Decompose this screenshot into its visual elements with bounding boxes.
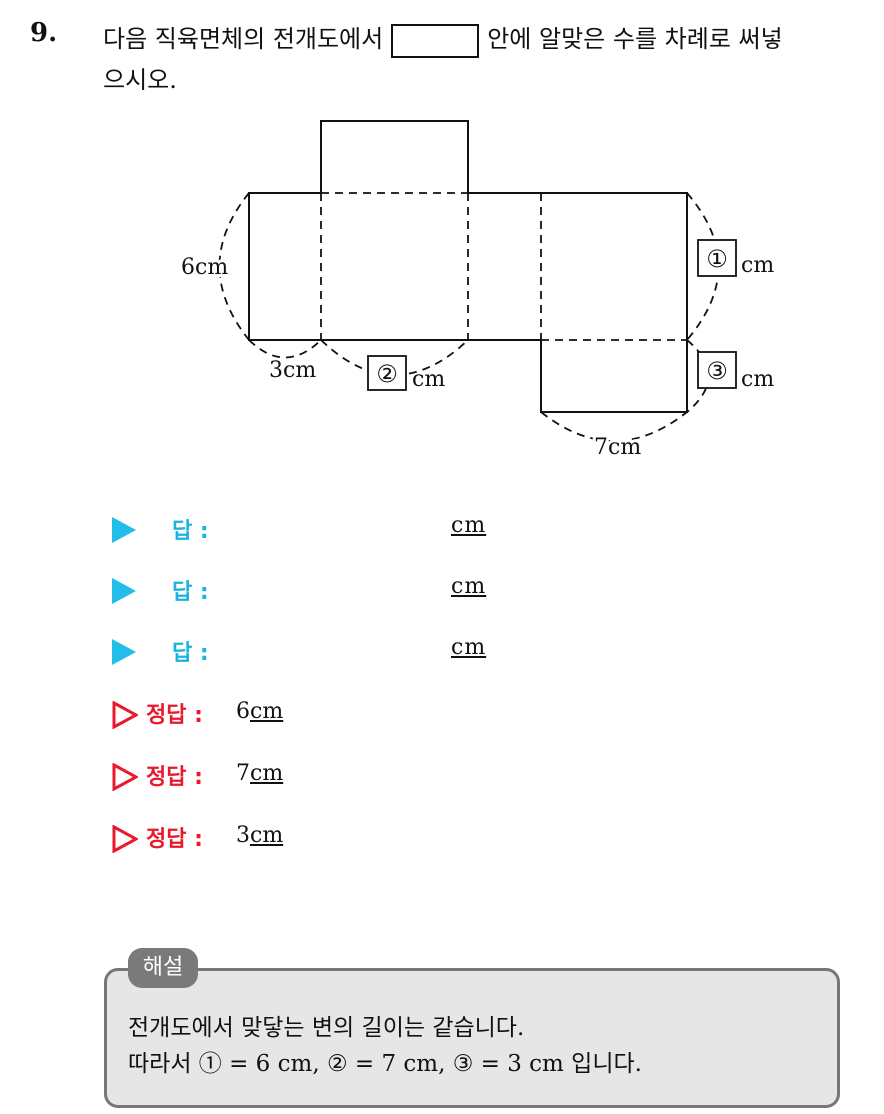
explanation-line1: 전개도에서 맞닿는 변의 길이는 같습니다.	[128, 1015, 525, 1041]
answer-label: 답 :	[172, 580, 209, 605]
measure-arc-6cm	[218, 192, 250, 341]
outline-arrow-icon	[112, 825, 138, 853]
question-text-before: 다음 직육면체의 전개도에서	[103, 25, 384, 53]
label-6cm: 6cm	[181, 255, 228, 280]
question-number: 9.	[30, 18, 58, 48]
question-text-line2: 으시오.	[103, 66, 177, 94]
correct-answer-unit: cm	[250, 699, 284, 724]
answer-blank-unit[interactable]: cm	[451, 513, 487, 538]
answer-blank-unit[interactable]: cm	[451, 574, 487, 599]
measure-arc-7cm	[540, 411, 688, 442]
answer-blank-unit[interactable]: cm	[451, 635, 487, 660]
outline-arrow-icon	[112, 701, 138, 729]
measure-arc-1	[686, 192, 720, 341]
box-1-unit: cm	[741, 253, 774, 278]
correct-answer-unit: cm	[250, 761, 284, 786]
box-2-unit: cm	[412, 367, 445, 392]
correct-answer-number: 6	[236, 699, 250, 724]
correct-answer-number: 7	[236, 761, 250, 786]
explanation-box	[104, 968, 840, 1108]
answer-box-3	[697, 351, 737, 389]
play-arrow-icon	[112, 639, 136, 665]
box-1-label: ①	[706, 245, 728, 273]
explanation-line2: 따라서 ① = 6 cm, ② = 7 cm, ③ = 3 cm 입니다.	[128, 1051, 642, 1077]
measure-arc-3cm	[248, 339, 322, 359]
play-arrow-icon	[112, 578, 136, 604]
box-2-label: ②	[376, 360, 398, 388]
correct-answer-label: 정답 :	[146, 765, 203, 790]
box-3-label: ③	[706, 357, 728, 385]
label-3cm: 3cm	[269, 358, 316, 383]
correct-answer-unit: cm	[250, 823, 284, 848]
correct-answer-value: 7cm	[236, 761, 283, 786]
correct-answer-label: 정답 :	[146, 703, 203, 728]
question-text-line1: 다음 직육면체의 전개도에서 안에 알맞은 수를 차례로 써넣	[103, 19, 783, 58]
measure-arc-2	[320, 339, 469, 376]
question-text-after: 안에 알맞은 수를 차례로 써넣	[487, 25, 783, 53]
blank-box	[391, 23, 480, 58]
box-3-unit: cm	[741, 367, 774, 392]
answer-label: 답 :	[172, 641, 209, 666]
correct-answer-label: 정답 :	[146, 827, 203, 852]
answer-label: 답 :	[172, 519, 209, 544]
correct-answer-number: 3	[236, 823, 250, 848]
answer-box-2	[367, 355, 407, 391]
play-arrow-icon	[112, 517, 136, 543]
explanation-tab: 해설	[128, 948, 198, 988]
correct-answer-value: 6cm	[236, 699, 283, 724]
cuboid-net-diagram: 6cm 3cm ② cm ① cm ③ cm 7cm	[178, 120, 774, 463]
label-7cm: 7cm	[594, 435, 641, 460]
correct-answer-value: 3cm	[236, 823, 283, 848]
outline-arrow-icon	[112, 763, 138, 791]
answer-box-1	[697, 239, 737, 277]
